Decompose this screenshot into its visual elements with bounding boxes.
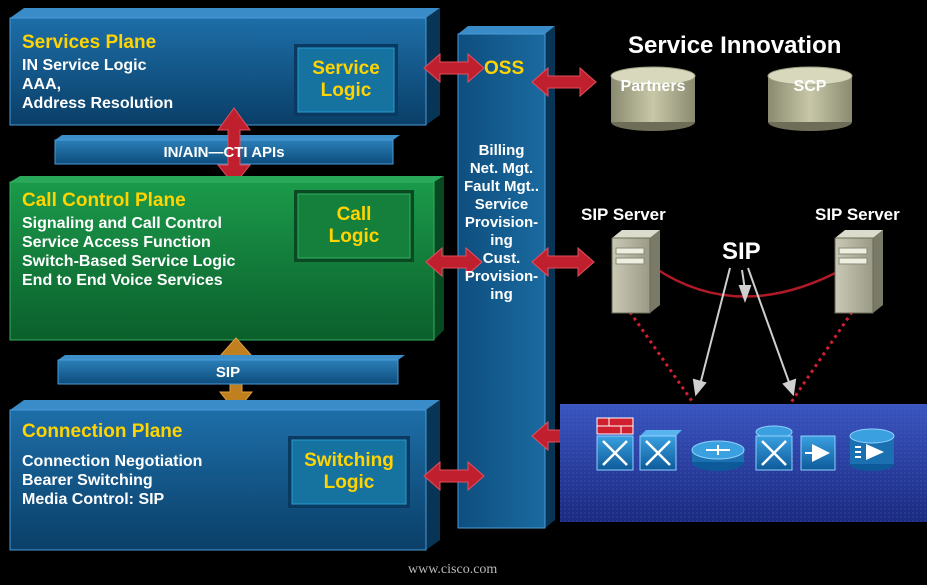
- oss-innovation-arrow: [531, 66, 597, 98]
- sip-bar-box: [57, 355, 405, 385]
- services-plane-title: Services Plane: [22, 32, 157, 53]
- call-line-4: End to End Voice Services: [22, 272, 223, 289]
- atm-switch-icon: [639, 430, 682, 471]
- oss-line-5: Provision-: [464, 214, 539, 231]
- scp-database: [767, 66, 853, 131]
- service-oss-arrow: [423, 52, 485, 84]
- connection-plane-description: Connection Negotiation Bearer Switching …: [22, 452, 202, 509]
- service-logic-button-box: [294, 44, 398, 116]
- oss-functions: Billing Net. Mgt. Fault Mgt.. Service Pr…: [458, 142, 545, 304]
- switching-logic-line-2: Logic: [323, 472, 375, 493]
- partners-label: Partners: [620, 78, 686, 95]
- partners-database: [610, 66, 696, 131]
- left-server-dotted-link: [628, 311, 696, 405]
- call-logic-button-box: [294, 190, 414, 262]
- service-logic-button[interactable]: Service Logic: [298, 48, 394, 112]
- connection-line-3: Media Control: SIP: [22, 491, 165, 508]
- oss-label: OSS: [484, 58, 525, 79]
- router-icon: [691, 440, 745, 471]
- sip-signal-arrows: [692, 267, 797, 397]
- voice-gateway-icon: [800, 435, 836, 471]
- right-server-dotted-link: [788, 311, 854, 405]
- in-ain-bar-box: [54, 135, 400, 165]
- oss-line-2: Net. Mgt.: [469, 160, 534, 177]
- service-innovation-title: Service Innovation: [628, 32, 842, 59]
- services-line-2: AAA,: [22, 76, 62, 93]
- call-logic-line-2: Logic: [328, 226, 380, 247]
- call-logic-line-1: Call: [336, 204, 372, 225]
- sip-bar: SIP: [215, 363, 241, 381]
- oss-line-3: Fault Mgt..: [464, 178, 539, 195]
- switching-logic-line-1: Switching: [304, 450, 394, 471]
- voice-router-icon: [849, 428, 895, 471]
- service-logic-line-1: Service: [312, 58, 380, 79]
- switching-logic-button[interactable]: Switching Logic: [292, 440, 406, 504]
- service-logic-line-2: Logic: [320, 80, 372, 101]
- oss-line-4: Service: [474, 196, 529, 213]
- call-control-plane-title: Call Control Plane: [22, 190, 186, 211]
- sip-protocol-label: SIP: [722, 238, 761, 265]
- sip-server-right-label: SIP Server: [815, 205, 900, 224]
- footer-url: www.cisco.com: [408, 562, 498, 577]
- call-logic-button[interactable]: Call Logic: [298, 194, 410, 258]
- layer3-switch-icon: [755, 425, 793, 471]
- oss-line-8: Provision-: [464, 268, 539, 285]
- oss-column-box: [457, 26, 555, 529]
- oss-line-6: ing: [490, 232, 513, 249]
- switching-logic-button-box: [288, 436, 410, 508]
- services-line-1: IN Service Logic: [22, 57, 147, 74]
- in-ain-cti-bar: IN/AIN—CTI APIs: [163, 143, 285, 161]
- connection-oss-arrow: [423, 460, 485, 492]
- sip-server-left-label: SIP Server: [581, 205, 666, 224]
- oss-line-9: ing: [490, 286, 513, 303]
- scp-label: SCP: [793, 78, 827, 95]
- firewall-switch-icon: [596, 417, 634, 471]
- services-plane-description: IN Service Logic AAA, Address Resolution: [22, 56, 173, 113]
- call-oss-arrow: [425, 246, 483, 278]
- sip-server-right: [834, 230, 883, 314]
- connection-plane-title: Connection Plane: [22, 421, 183, 442]
- services-line-3: Address Resolution: [22, 95, 174, 112]
- call-line-1: Signaling and Call Control: [22, 215, 222, 232]
- call-control-description: Signaling and Call Control Service Acces…: [22, 214, 235, 290]
- sip-server-left: [611, 230, 660, 314]
- oss-line-1: Billing: [478, 142, 525, 159]
- call-line-2: Service Access Function: [22, 234, 211, 251]
- connection-line-1: Connection Negotiation: [22, 453, 203, 470]
- connection-line-2: Bearer Switching: [22, 472, 153, 489]
- call-line-3: Switch-Based Service Logic: [22, 253, 236, 270]
- oss-sipserver-arrow: [531, 246, 595, 278]
- oss-line-7: Cust.: [482, 250, 521, 267]
